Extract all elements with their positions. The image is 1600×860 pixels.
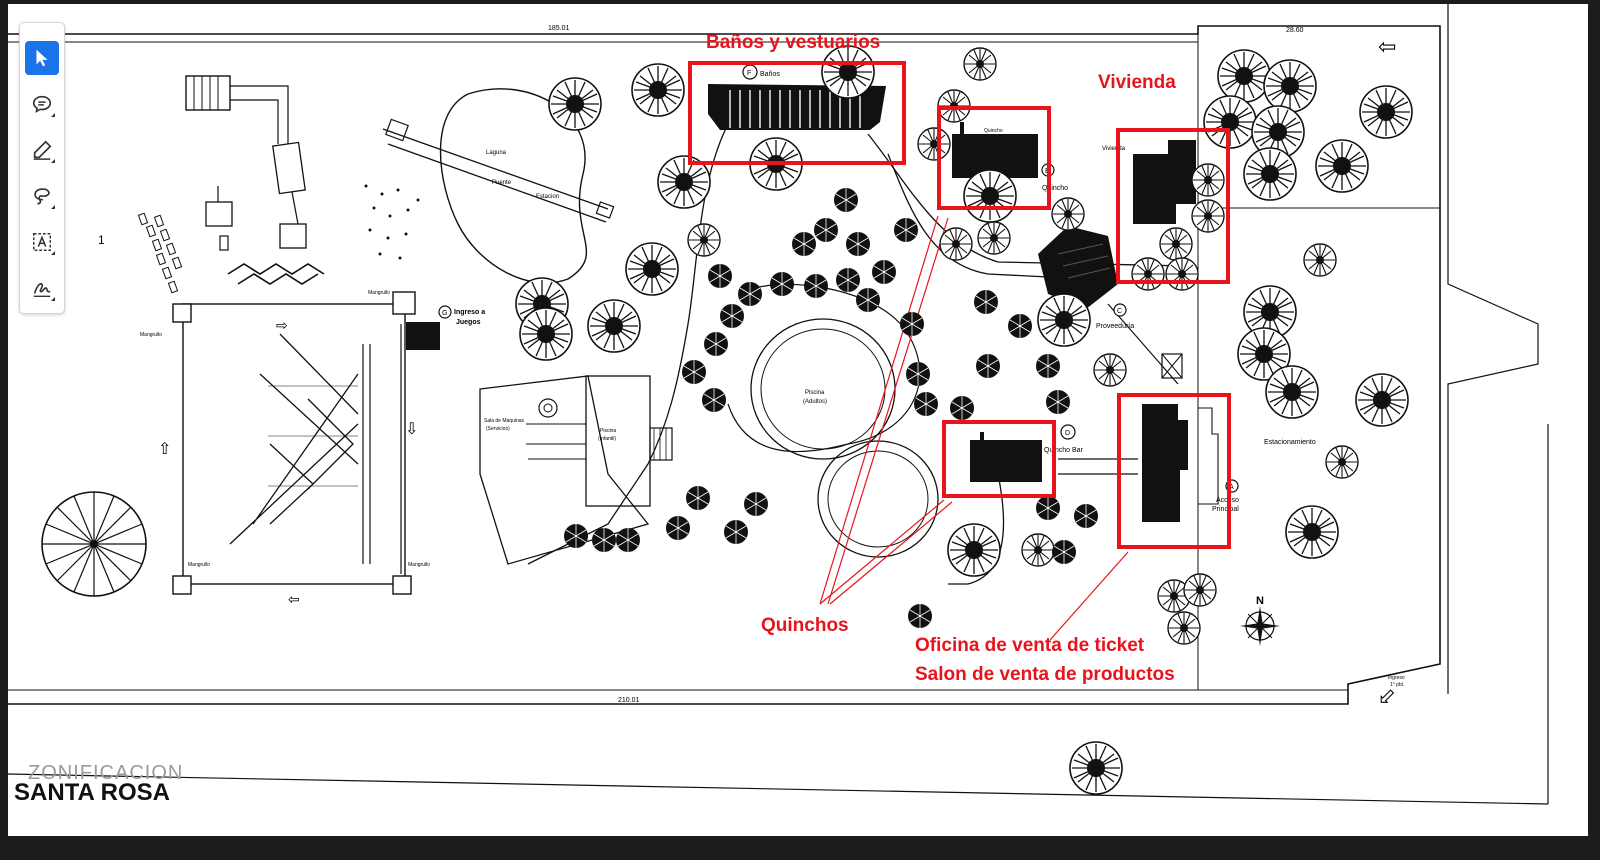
- sala-label: Sala de Maquinas: [484, 418, 525, 424]
- select-tool-button[interactable]: [25, 41, 59, 75]
- lasso-tool-button[interactable]: [25, 179, 59, 213]
- number-one-label: 1: [98, 233, 105, 247]
- lasso-icon: [34, 188, 50, 205]
- estacion-label: Estacion: [536, 194, 559, 200]
- vivienda-plan-label: Vivienda: [1102, 146, 1126, 152]
- principal-label: Principal: [1212, 506, 1239, 513]
- banos-plan-label: Baños: [760, 71, 780, 78]
- title-block-title: SANTA ROSA: [14, 779, 170, 806]
- comment-tool-button[interactable]: [25, 87, 59, 121]
- quincho-bar-label: Quincho Bar: [1044, 447, 1084, 454]
- pen-tool-button[interactable]: [25, 133, 59, 167]
- annotation-box-oficina: [1117, 393, 1231, 549]
- cursor-arrow-icon: [36, 49, 48, 67]
- sala-sub-label: (Servicios): [486, 426, 510, 432]
- label-oficina-venta-ticket: Oficina de venta de ticket: [915, 635, 1145, 656]
- speech-bubble-icon: [32, 95, 52, 113]
- dim-top-right-label: 28.60: [1286, 27, 1304, 34]
- title-block-subtitle: ZONIFICACION: [28, 762, 184, 784]
- label-quinchos: Quinchos: [761, 615, 849, 636]
- proveeduria-label: Proveeduría: [1096, 323, 1134, 330]
- site-plan-drawing: 185.01 28.60 210.01 ⇨ ⇧ ⇩ ⇦ Mangrullo Ma…: [8, 4, 1549, 805]
- ingreso-sub-label: 1° pbl.: [1390, 682, 1404, 688]
- marker-a: A: [1229, 484, 1234, 491]
- plan-sheet: 185.01 28.60 210.01 ⇨ ⇧ ⇩ ⇦ Mangrullo Ma…: [8, 4, 1588, 836]
- estacionamiento-label: Estacionamiento: [1264, 439, 1316, 446]
- dim-bottom-label: 210.01: [618, 697, 640, 704]
- marker-f: F: [747, 70, 751, 77]
- marker-g: G: [442, 310, 447, 317]
- laguna-label: Laguna: [486, 150, 507, 156]
- text-box-tool-button[interactable]: [25, 225, 59, 259]
- puente-label: Puente: [492, 180, 512, 186]
- signature-icon: [33, 283, 51, 297]
- mangrullo-label-4: Mangrullo: [408, 562, 430, 568]
- juegos-label: Juegos: [456, 319, 481, 326]
- svg-text:⇦: ⇦: [1378, 35, 1396, 60]
- piscina2-sub-label: (Infantil): [598, 436, 616, 442]
- annotation-box-quincho-top: [937, 106, 1051, 210]
- signature-tool-button[interactable]: [25, 271, 59, 305]
- marker-c: C: [1117, 308, 1122, 315]
- label-banos-y-vestuarios: Baños y vestuarios: [706, 32, 881, 53]
- svg-text:⇩: ⇩: [405, 421, 418, 438]
- mangrullo-label-2: Mangrullo: [368, 290, 390, 296]
- submenu-corner-icon: [51, 159, 55, 163]
- annotation-box-vivienda: [1116, 128, 1230, 284]
- svg-text:⇧: ⇧: [158, 441, 171, 458]
- marker-d: D: [1065, 430, 1070, 437]
- text-box-icon: [33, 233, 51, 251]
- mangrullo-label-3: Mangrullo: [188, 562, 210, 568]
- mangrullo-label-1: Mangrullo: [140, 332, 162, 338]
- piscina2-label: Piscina: [600, 428, 616, 434]
- title-block: ZONIFICACION SANTA ROSA: [14, 762, 183, 807]
- submenu-corner-icon: [51, 297, 55, 301]
- svg-text:⇦: ⇦: [288, 591, 300, 607]
- piscina-label: Piscina: [805, 390, 825, 396]
- annotation-box-banos: [688, 61, 906, 165]
- pen-icon: [33, 140, 52, 160]
- ingreso-label: Ingreso: [1388, 675, 1405, 681]
- annotation-toolbar: [19, 22, 65, 314]
- submenu-corner-icon: [51, 205, 55, 209]
- annotation-box-quincho-bar: [942, 420, 1056, 498]
- dim-top-label: 185.01: [548, 25, 570, 32]
- label-vivienda: Vivienda: [1098, 72, 1176, 93]
- quincho-top-label-small: Quincho: [984, 128, 1003, 134]
- quincho-top-label: Quincho: [1042, 185, 1068, 192]
- ingreso-a-label: Ingreso a: [454, 309, 485, 316]
- submenu-corner-icon: [51, 251, 55, 255]
- submenu-corner-icon: [51, 113, 55, 117]
- north-label: N: [1256, 595, 1264, 607]
- label-salon-venta-productos: Salon de venta de productos: [915, 664, 1175, 685]
- piscina-sub-label: (Adultos): [803, 399, 827, 405]
- svg-text:⇨: ⇨: [276, 317, 288, 333]
